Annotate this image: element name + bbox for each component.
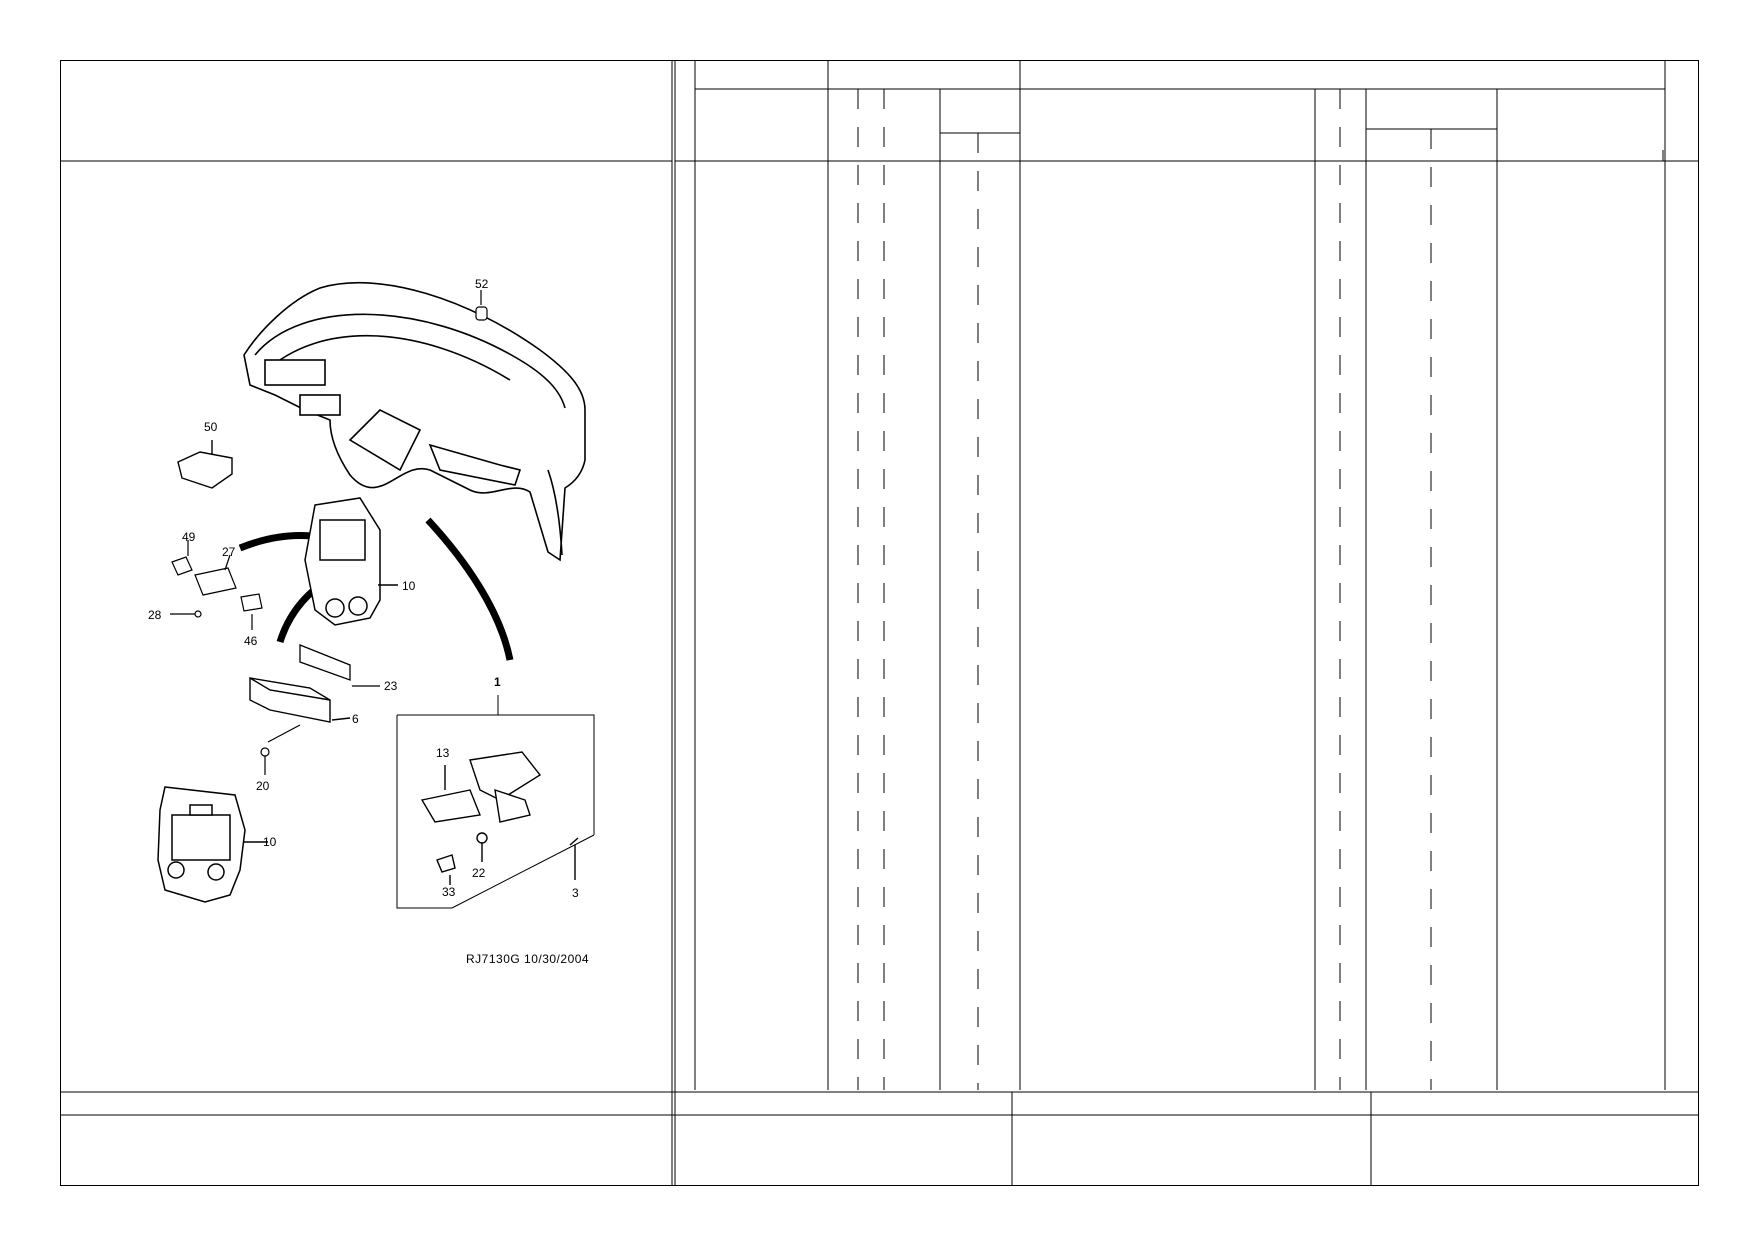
part-10-fascia-lower [157,786,268,903]
document-frame [60,60,1699,1186]
callout-13: 13 [436,746,450,760]
callout-52: 52 [475,277,489,291]
switch-assembly [170,540,263,630]
callout-50: 50 [204,420,218,434]
callout-1: 1 [494,675,501,689]
callout-10-upper: 10 [402,579,416,593]
callout-10-lower: 10 [263,835,277,849]
callout-20: 20 [256,779,270,793]
part-23-plate [299,644,380,687]
part-10-fascia-upper [304,497,398,626]
callout-3: 3 [572,886,579,900]
dashboard-illustration [243,281,586,562]
callout-33: 33 [442,885,456,899]
callout-6: 6 [352,712,359,726]
callout-28: 28 [148,608,162,622]
callout-49: 49 [182,530,196,544]
part-6-pocket [249,677,351,723]
callout-46: 46 [244,634,258,648]
part-20-screw [260,724,301,775]
part-1-inset-box [396,695,595,909]
callout-23: 23 [384,679,398,693]
part-52-clip [475,290,488,321]
part-50-cover [177,440,233,489]
drawing-reference: RJ7130G 10/30/2004 [466,952,590,966]
part-13-ashtray [420,751,579,885]
callout-22: 22 [472,866,486,880]
callout-27: 27 [222,545,236,559]
